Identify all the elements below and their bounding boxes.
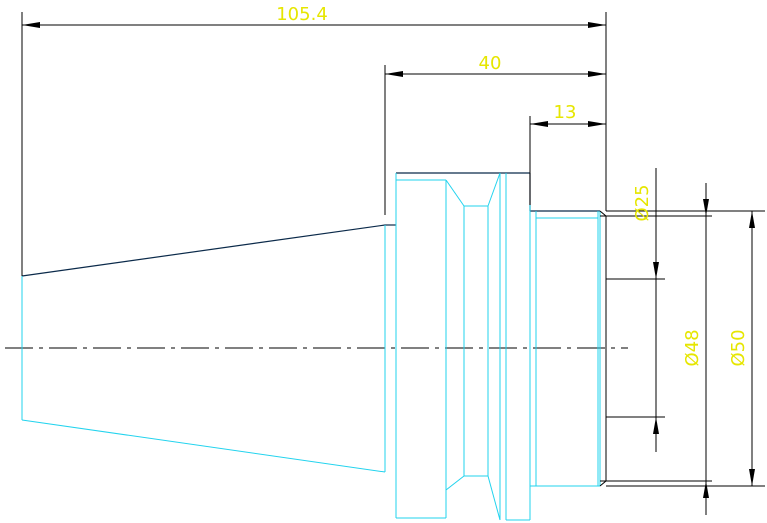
dimension-outer-diameter — [749, 211, 755, 486]
label-flange-length: 40 — [479, 53, 502, 74]
part-lower-outline — [21, 172, 601, 521]
dimension-overall-length — [22, 22, 606, 28]
part-upper-outline — [21, 172, 600, 277]
dimension-shoulder-length — [530, 121, 606, 127]
label-bore-diameter: Ø25 — [632, 184, 653, 221]
label-overall-length: 105.4 — [276, 4, 328, 25]
bore-lines — [599, 210, 765, 487]
dimension-inner-diameter — [703, 183, 709, 515]
label-inner-diameter: Ø48 — [682, 329, 703, 366]
dimension-flange-length — [385, 71, 606, 77]
label-outer-diameter: Ø50 — [728, 329, 749, 366]
dimension-bore-diameter — [653, 168, 659, 452]
extension-lines — [21, 12, 607, 276]
label-shoulder-length: 13 — [554, 102, 577, 123]
